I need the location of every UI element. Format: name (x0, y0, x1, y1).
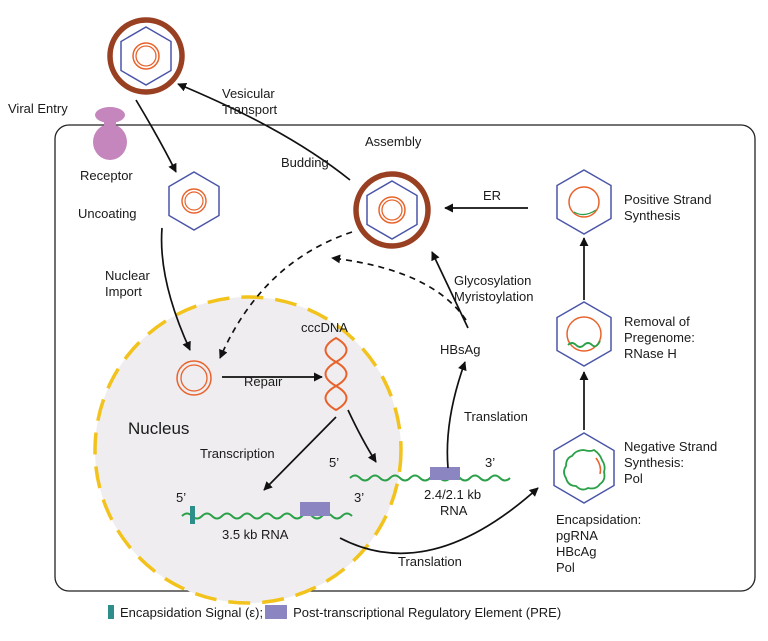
label-nucleus: Nucleus (128, 419, 189, 438)
label-3prime-a: 3’ (485, 455, 495, 470)
label-5prime-b: 5’ (176, 490, 186, 505)
label-uncoating: Uncoating (78, 206, 137, 221)
arrow-hbsag-assembly (431, 251, 469, 329)
label-transcription: Transcription (200, 446, 275, 461)
arrow-recycle-2 (331, 254, 467, 321)
label-assembly: Assembly (365, 134, 422, 149)
arrow-transcription-24 (347, 409, 377, 463)
label-er: ER (483, 188, 501, 203)
capsid-positive-strand (556, 169, 612, 235)
arrow-translation-hbsag (446, 361, 467, 469)
label-encaps-2: pgRNA (556, 528, 598, 543)
label-removal-1: Removal of (624, 314, 690, 329)
arrow-budding (177, 82, 351, 181)
legend: Encapsidation Signal (ε); Post-transcrip… (108, 600, 668, 624)
label-budding: Budding (281, 155, 329, 170)
label-removal-3: RNase H (624, 346, 677, 361)
label-encaps-3: HBcAg (556, 544, 596, 559)
label-rna-24-2: RNA (440, 503, 468, 518)
cccdna-icon (324, 336, 348, 412)
arrow-translation-encaps (339, 487, 539, 555)
pre-swatch (265, 605, 288, 619)
label-negative-2: Synthesis: (624, 455, 684, 470)
label-cccdna: cccDNA (301, 320, 348, 335)
label-negative-1: Negative Strand (624, 439, 717, 454)
label-encaps-1: Encapsidation: (556, 512, 641, 527)
label-negative-3: Pol (624, 471, 643, 486)
capsid-negative-strand (553, 432, 615, 504)
label-viral-entry: Viral Entry (8, 101, 68, 116)
rna-2-4-kb (349, 467, 511, 482)
virion-outside (107, 17, 185, 95)
rna-3-5-kb (181, 502, 353, 524)
label-rna-35: 3.5 kb RNA (222, 527, 289, 542)
label-glyco-2: Myristoylation (454, 289, 533, 304)
label-rna-24-1: 2.4/2.1 kb (424, 487, 481, 502)
label-encaps-4: Pol (556, 560, 575, 575)
label-positive-1: Positive Strand (624, 192, 711, 207)
arrows (135, 82, 589, 555)
label-positive-2: Synthesis (624, 208, 681, 223)
arrow-recycle-1 (219, 231, 353, 359)
label-nuclear-1: Nuclear (105, 268, 150, 283)
label-5prime-a: 5’ (329, 455, 339, 470)
label-3prime-b: 3’ (354, 490, 364, 505)
label-translation-top: Translation (464, 409, 528, 424)
receptor-icon (93, 107, 127, 160)
capsid-removal-pregenome (556, 301, 612, 367)
label-translation-bottom: Translation (398, 554, 462, 569)
legend-pre: Post-transcriptional Regulatory Element … (293, 604, 562, 620)
virion-assembly (353, 171, 431, 249)
nucleus (93, 295, 403, 605)
arrow-entry (135, 99, 177, 173)
capsid-uncoating (168, 171, 220, 231)
label-nuclear-2: Import (105, 284, 142, 299)
arrow-transcription-35 (263, 416, 337, 491)
encapsidation-signal-swatch (108, 605, 114, 619)
legend-encapsidation-signal: Encapsidation Signal (ε); (120, 604, 264, 620)
label-hbsag: HBsAg (440, 342, 480, 357)
arrow-nuclear-import (160, 227, 191, 351)
label-removal-2: Pregenome: (624, 330, 695, 345)
label-repair: Repair (244, 374, 283, 389)
label-glyco-1: Glycosylation (454, 273, 531, 288)
label-vesicular-1: Vesicular (222, 86, 275, 101)
label-receptor: Receptor (80, 168, 133, 183)
rcdna-in-nucleus (176, 360, 212, 396)
label-vesicular-2: Transport (222, 102, 278, 117)
